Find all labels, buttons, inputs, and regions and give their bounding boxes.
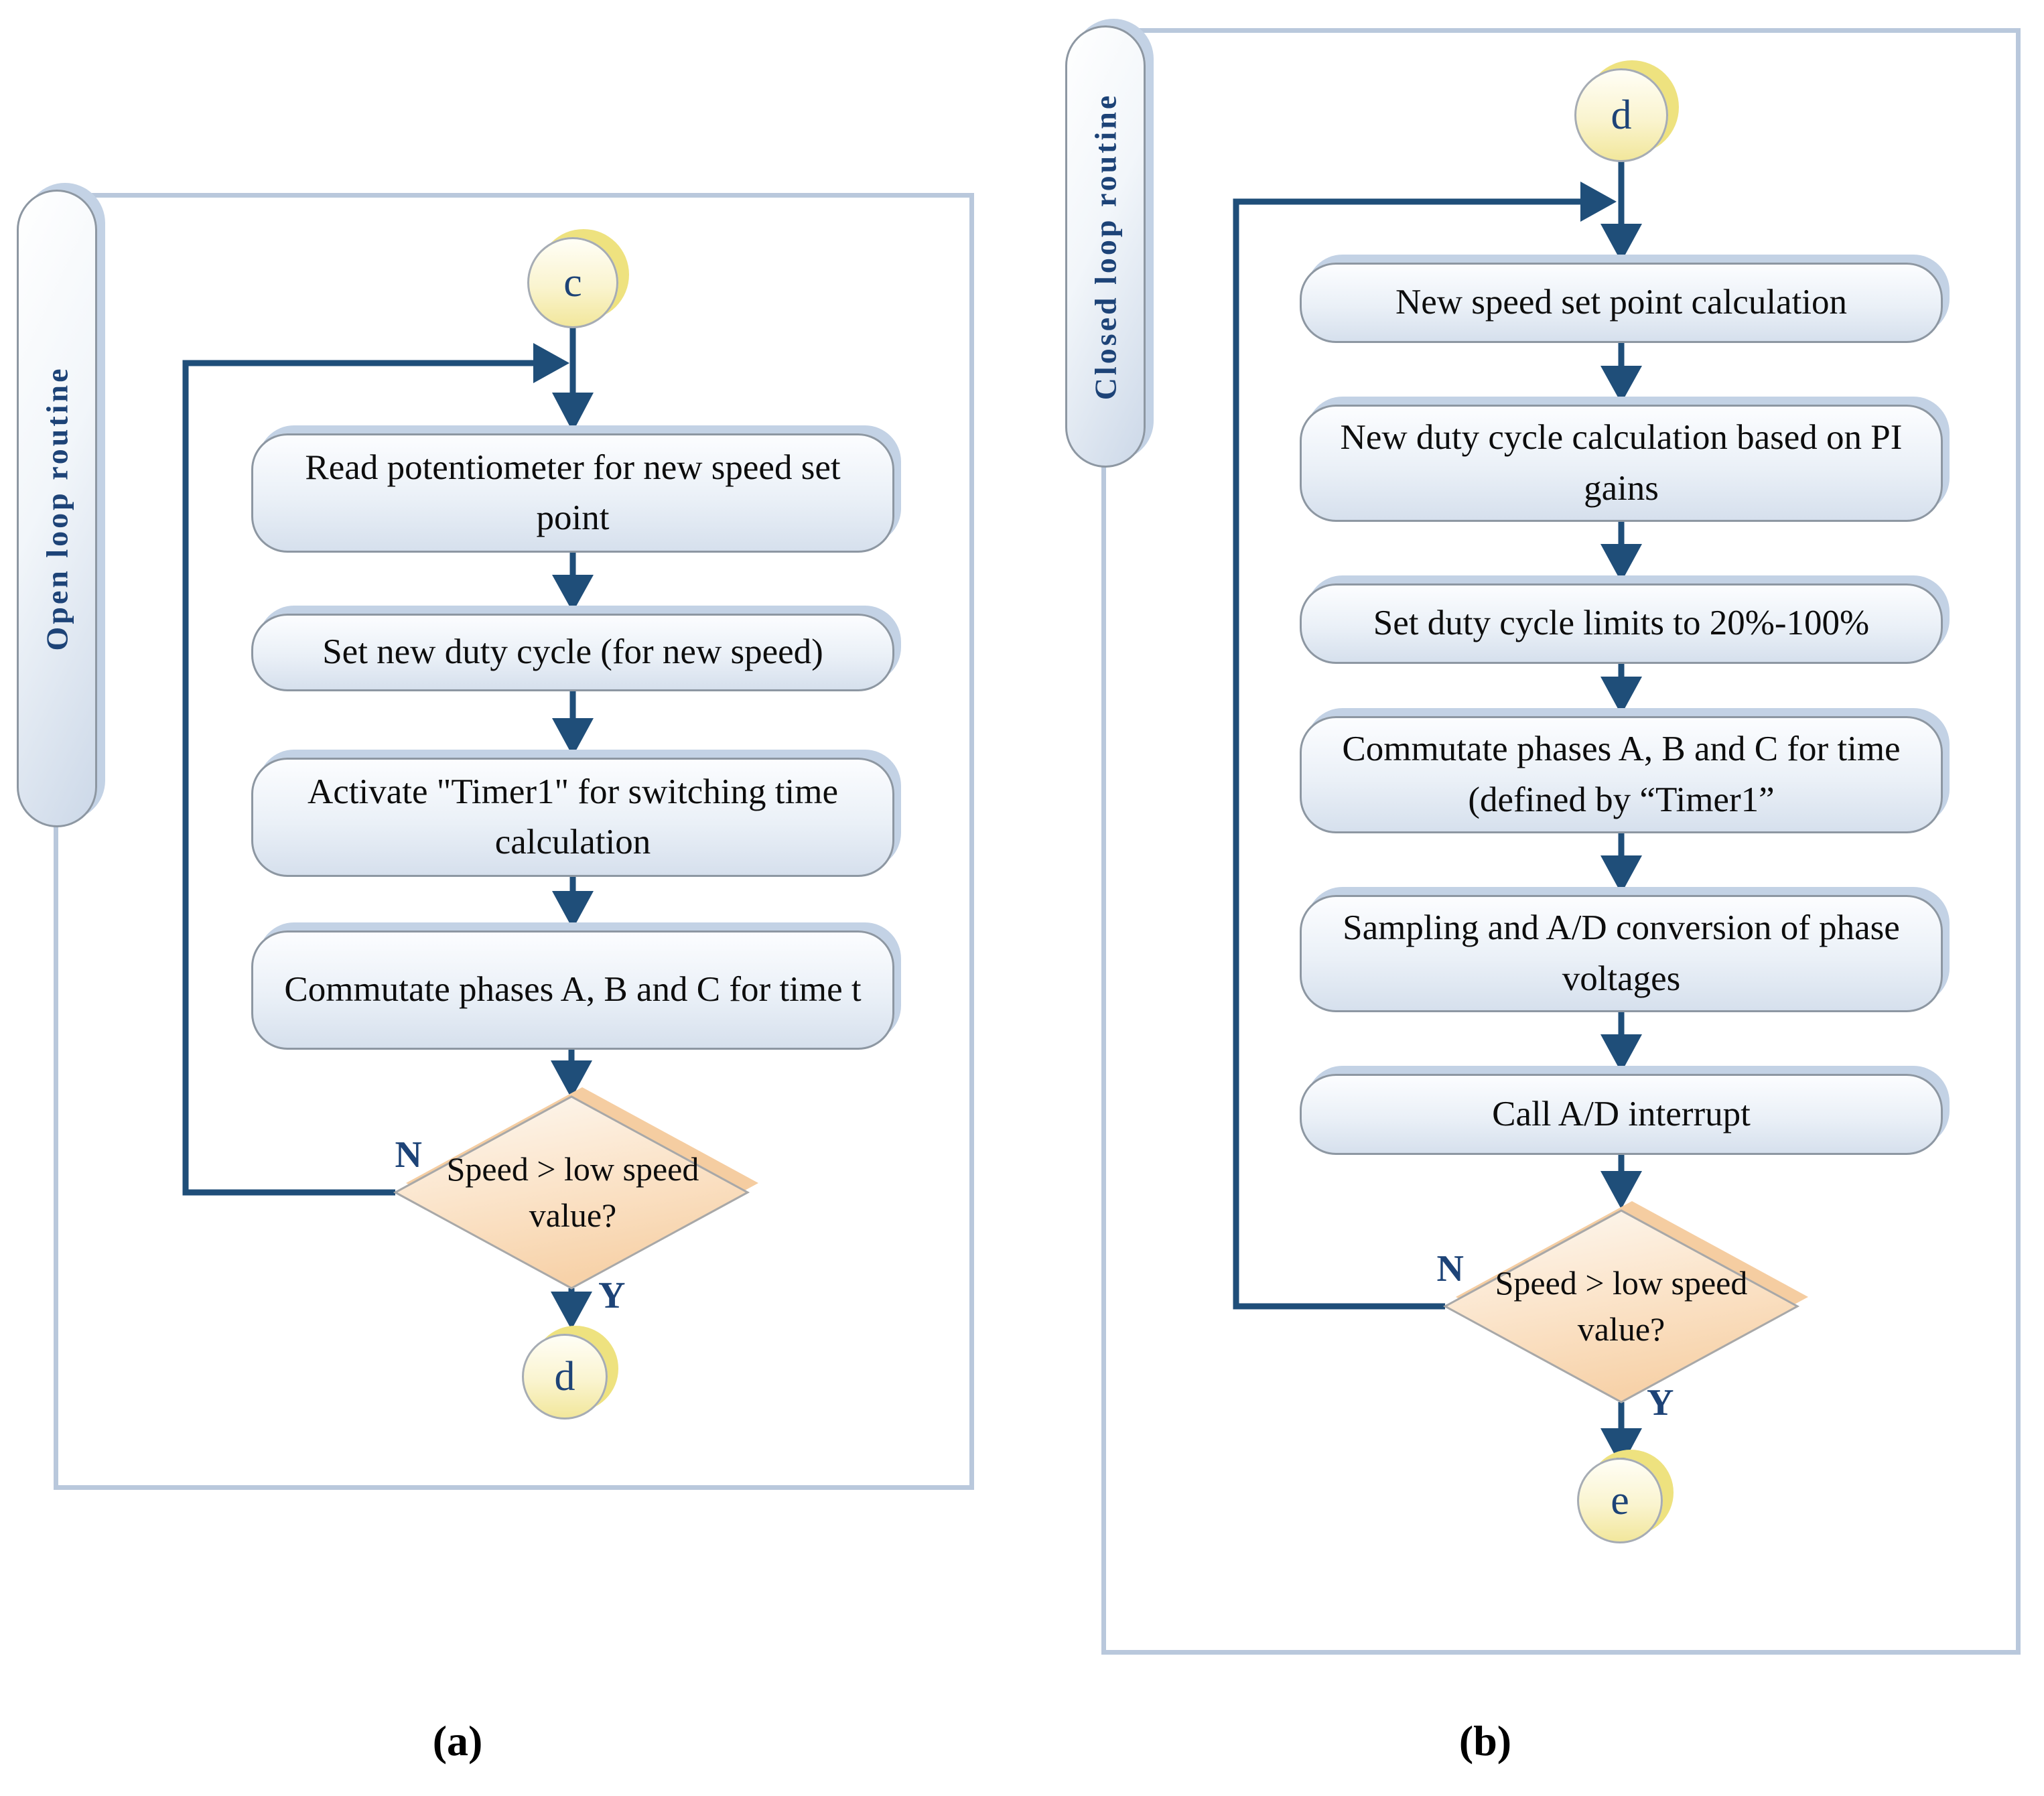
- process-box-label: New duty cycle calculation based on PI g…: [1340, 418, 1903, 508]
- process-box-label: Commutate phases A, B and C for time t: [284, 970, 862, 1010]
- connector-circle-c: c: [527, 237, 618, 328]
- arrowhead-feedback-a: [533, 343, 569, 383]
- panel-b-frame: [1101, 28, 2021, 1655]
- arrowhead-a-decision: [551, 1060, 592, 1099]
- decision-b-diamond: [1442, 1209, 1800, 1403]
- connector-circle-e: e: [1577, 1458, 1663, 1543]
- process-box-new-speed-setpoint: New speed set point calculation: [1300, 263, 1943, 343]
- arrowhead-b-box4: [1600, 677, 1642, 715]
- arrowhead-into-a-box1: [552, 393, 594, 432]
- arrowhead-b-to-e: [1600, 1428, 1642, 1467]
- process-box-label: Commutate phases A, B and C for time (de…: [1342, 730, 1901, 819]
- caption-b: (b): [1458, 1717, 1512, 1765]
- decision-a-diamond: [393, 1095, 750, 1290]
- process-box-set-duty-cycle: Set new duty cycle (for new speed): [251, 614, 894, 691]
- process-box-commutate-phases-a: Commutate phases A, B and C for time t: [251, 930, 894, 1050]
- process-box-label: Sampling and A/D conversion of phase vol…: [1343, 908, 1900, 998]
- connector-e-letter: e: [1611, 1477, 1629, 1523]
- connector-circle-d-end: d: [522, 1334, 608, 1420]
- process-box-call-ad-interrupt: Call A/D interrupt: [1300, 1074, 1943, 1155]
- decision-b-yes-label: Y: [1647, 1382, 1674, 1424]
- arrowhead-into-b-box1: [1600, 224, 1642, 262]
- decision-a-yes-label: Y: [598, 1275, 626, 1316]
- arrowhead-b-box6: [1600, 1034, 1642, 1073]
- process-box-activate-timer1: Activate "Timer1" for switching time cal…: [251, 758, 894, 877]
- process-box-label: Set duty cycle limits to 20%-100%: [1373, 604, 1870, 643]
- process-box-duty-cycle-limits: Set duty cycle limits to 20%-100%: [1300, 583, 1943, 664]
- panel-a-frame: [54, 193, 974, 1490]
- caption-a: (a): [432, 1717, 483, 1765]
- connector-d-letter: d: [1611, 92, 1632, 138]
- process-box-label: Call A/D interrupt: [1492, 1094, 1751, 1133]
- connector-c-letter: c: [563, 259, 582, 305]
- process-box-new-duty-cycle-pi: New duty cycle calculation based on PI g…: [1300, 405, 1943, 522]
- arrowhead-a-box4: [552, 891, 594, 929]
- connector-d-letter: d: [554, 1353, 575, 1399]
- feedback-loop-a: [182, 360, 535, 1196]
- arrowhead-a-to-d: [551, 1292, 592, 1330]
- arrowhead-a-box3: [552, 718, 594, 756]
- decision-b-no-label: N: [1436, 1248, 1464, 1290]
- decision-a-no-label: N: [395, 1134, 422, 1176]
- process-box-commutate-phases-b: Commutate phases A, B and C for time (de…: [1300, 716, 1943, 833]
- arrowhead-b-box5: [1600, 855, 1642, 894]
- arrowhead-b-box2: [1600, 366, 1642, 403]
- process-box-label: Activate "Timer1" for switching time cal…: [307, 772, 839, 861]
- decision-a-question: Speed > low speed value?: [446, 1150, 699, 1234]
- process-box-read-potentiometer: Read potentiometer for new speed set poi…: [251, 433, 894, 553]
- arrowhead-b-decision: [1600, 1171, 1642, 1209]
- panel-b-side-label: Closed loop routine: [1088, 92, 1123, 401]
- panel-a-side-label-pill: Open loop routine: [17, 190, 97, 827]
- connector-circle-d-start: d: [1574, 68, 1668, 162]
- panel-a-side-label: Open loop routine: [40, 366, 74, 651]
- arrowhead-a-box2: [552, 575, 594, 612]
- process-box-label: New speed set point calculation: [1395, 283, 1848, 322]
- panel-b-side-label-pill: Closed loop routine: [1065, 25, 1146, 468]
- process-box-label: Set new duty cycle (for new speed): [322, 632, 823, 672]
- decision-b-question: Speed > low speed value?: [1495, 1264, 1748, 1348]
- process-box-label: Read potentiometer for new speed set poi…: [305, 447, 841, 537]
- arrowhead-b-box3: [1600, 544, 1642, 582]
- feedback-loop-b: [1233, 198, 1582, 1310]
- arrowhead-feedback-b: [1580, 182, 1617, 222]
- process-box-sampling-ad: Sampling and A/D conversion of phase vol…: [1300, 895, 1943, 1012]
